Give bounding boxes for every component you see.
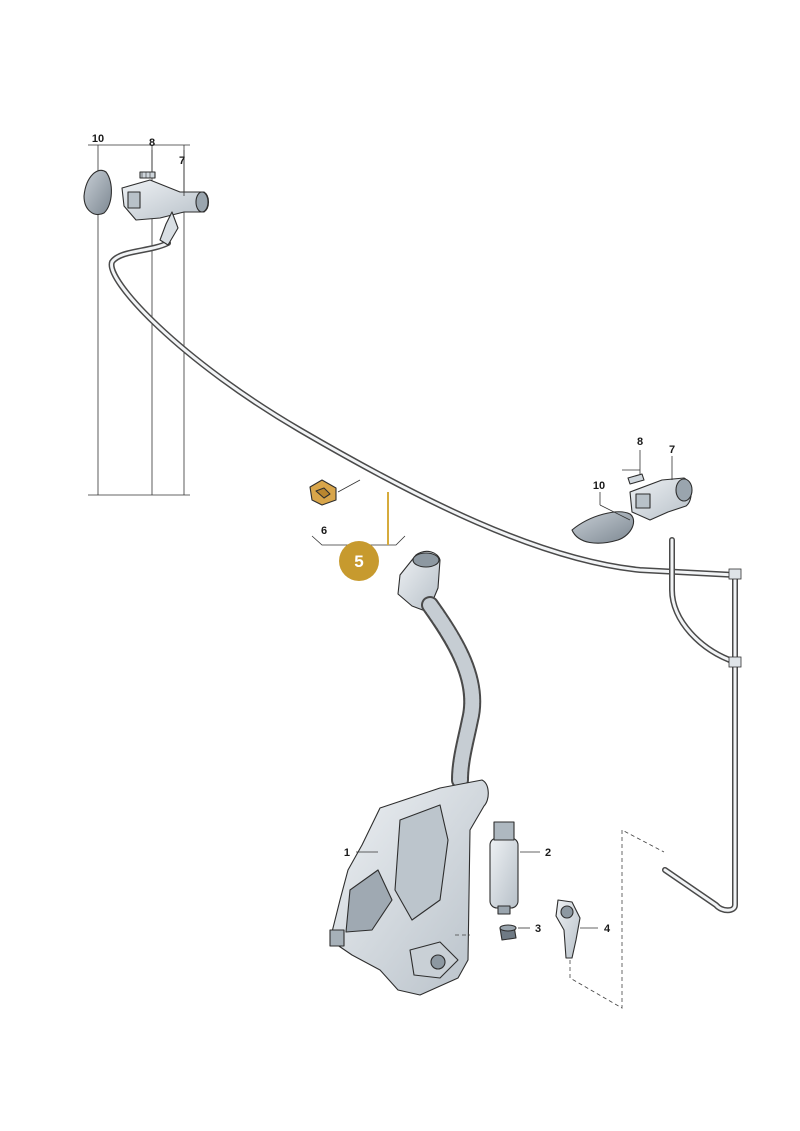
callout-labels: 10 8 7 6 8 7 10 1 2 3 4	[92, 133, 675, 935]
callout-pump: 2	[545, 847, 551, 859]
callout-reservoir: 1	[344, 847, 350, 859]
dashed-assembly-lines	[455, 829, 665, 1009]
group-badge-circle	[339, 541, 379, 581]
callout-left-nozzle-cap: 10	[92, 133, 104, 145]
callout-right-nozzle: 7	[669, 444, 675, 456]
left-nozzle-screw	[139, 150, 156, 179]
right-nozzle-screw	[622, 450, 645, 485]
callout-clip: 6	[321, 525, 327, 537]
callout-left-screw: 8	[149, 137, 155, 149]
callout-right-screw: 8	[637, 436, 643, 448]
hose-connector	[555, 899, 598, 959]
callout-left-nozzle: 7	[179, 155, 185, 167]
callout-grommet: 3	[535, 923, 541, 935]
left-nozzle-cap	[83, 169, 112, 215]
hose-clip	[309, 479, 361, 506]
pump-grommet	[499, 924, 530, 941]
callout-connector: 4	[604, 923, 611, 935]
left-washer-nozzle	[121, 150, 210, 246]
group-number-badge: 5	[339, 541, 379, 581]
washer-fluid-reservoir	[329, 550, 489, 996]
right-washer-nozzle	[629, 456, 693, 521]
right-nozzle-cap	[571, 492, 635, 544]
washer-hose	[108, 240, 742, 914]
group-number: 5	[354, 552, 363, 571]
washer-pump	[489, 821, 540, 915]
callout-right-nozzle-cap: 10	[593, 480, 605, 492]
